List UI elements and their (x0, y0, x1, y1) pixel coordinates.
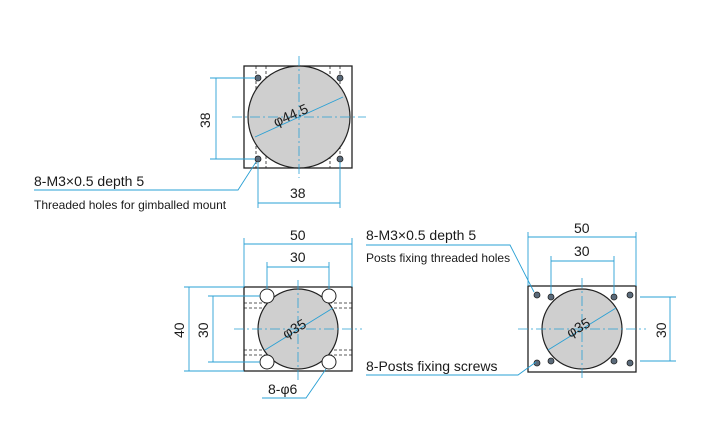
front-view: φ35 50 30 40 30 8-φ6 (171, 227, 362, 399)
front-dim-outer-width: 50 (290, 227, 306, 243)
top-view: φ44.5 38 38 8-M3×0.5 depth 5 Threaded ho… (34, 56, 366, 212)
top-tap-hole (254, 74, 262, 82)
front-post-hole (321, 288, 337, 304)
side-tap-hole (626, 359, 634, 367)
front-dim-inner-height: 30 (195, 322, 211, 338)
top-holes-note: 8-M3×0.5 depth 5 (34, 173, 144, 189)
side-threads-description: Posts fixing threaded holes (366, 251, 510, 265)
side-tap-hole (547, 293, 555, 301)
side-tap-hole (610, 293, 618, 301)
front-post-hole (259, 354, 275, 370)
side-tap-hole (626, 291, 634, 299)
top-tap-hole (336, 74, 344, 82)
front-dim-outer-height: 40 (171, 322, 187, 338)
top-dim-horizontal: 38 (290, 185, 306, 201)
side-screws-note: 8-Posts fixing screws (366, 358, 497, 374)
side-dim-inner-width: 30 (574, 243, 590, 259)
front-dim-inner-width: 30 (290, 249, 306, 265)
top-holes-description: Threaded holes for gimballed mount (34, 198, 227, 212)
side-dim-outer-width: 50 (574, 220, 590, 236)
side-view: φ35 50 30 30 8-M3×0.5 depth 5 Posts fixi… (366, 220, 676, 380)
front-holes-note: 8-φ6 (268, 381, 298, 397)
front-post-hole (321, 354, 337, 370)
top-tap-hole (336, 155, 344, 163)
side-threads-note: 8-M3×0.5 depth 5 (366, 227, 476, 243)
side-tap-hole (547, 357, 555, 365)
side-tap-hole (533, 291, 541, 299)
front-post-hole (259, 288, 275, 304)
side-tap-hole (610, 357, 618, 365)
top-dim-vertical: 38 (197, 112, 213, 128)
side-dim-height: 30 (653, 322, 669, 338)
top-tap-hole (254, 155, 262, 163)
